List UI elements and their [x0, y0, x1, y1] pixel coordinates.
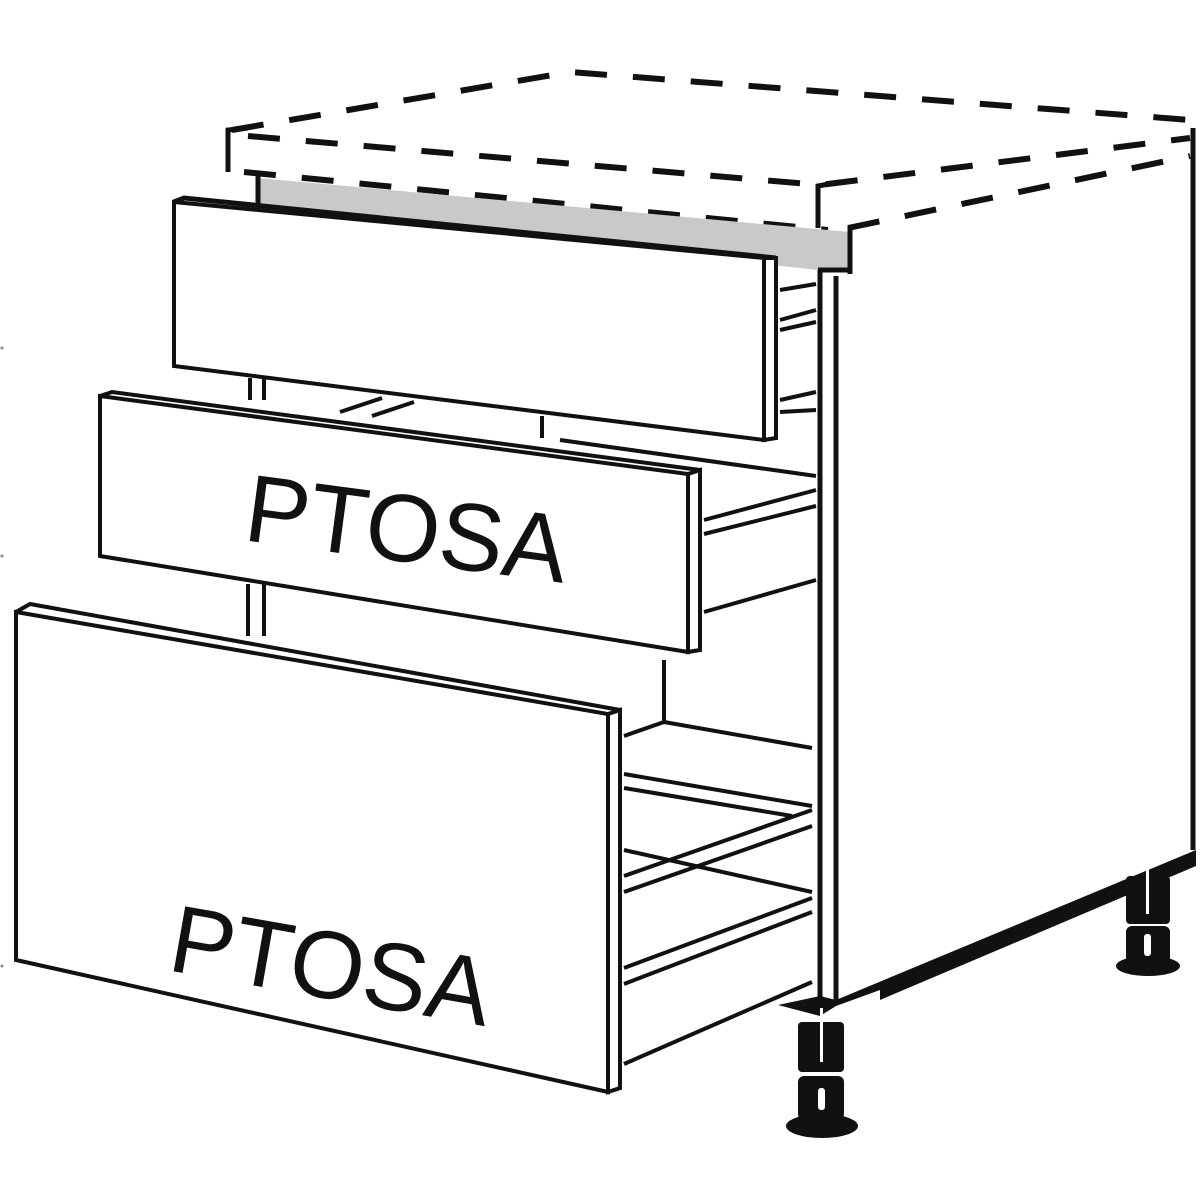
- drawer-middle[interactable]: PTOSA: [98, 389, 817, 655]
- drawer-top[interactable]: [172, 195, 817, 443]
- worktop-outline: [225, 68, 1191, 233]
- leg-back: [1116, 866, 1180, 976]
- edge-marks: [0, 346, 4, 968]
- cabinet-side-panel: [778, 128, 1196, 1016]
- drawer-bottom[interactable]: PTOSA: [14, 601, 813, 1095]
- leg-front: [786, 1008, 858, 1138]
- drawer-bottom-front: [14, 609, 610, 1095]
